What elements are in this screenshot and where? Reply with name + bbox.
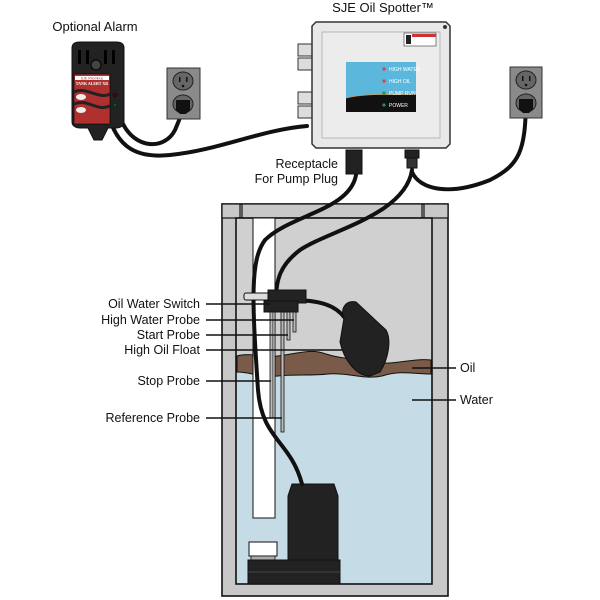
pump-receptacle [345,149,363,175]
high-oil-float [339,301,390,377]
alarm-device: SJE Rhombus TANK ALERT XR [71,41,125,141]
label-high-oil-float: High Oil Float [124,343,200,357]
cord-grip-nut [404,149,420,159]
tank-lid-center [241,203,423,219]
pump-cable [251,173,358,486]
label-high-water-probe: High Water Probe [101,313,200,327]
oil-water-switch [243,289,390,377]
pump-run-indicator-label: PUMP RUN [389,91,416,97]
stop-probe [269,309,274,419]
alarm-horn [90,59,102,71]
high-water-probe [292,309,297,333]
label-water: Water [460,393,493,407]
tank-lid-right [423,203,449,219]
controller-title: SJE Oil Spotter™ [332,0,434,15]
high-oil-led [382,79,386,83]
layer-labels: Oil Water [412,361,493,407]
alarm-test-button [76,94,86,100]
alarm-silence-button [76,107,86,113]
label-oil-water-switch: Oil Water Switch [108,297,200,311]
tank-lid-left [221,203,241,219]
enclosure-screw [443,25,447,29]
high-oil-indicator-label: HIGH OIL [389,79,411,85]
water-layer [237,372,431,583]
plug [519,99,533,113]
alarm-brand: SJE Rhombus [81,77,104,81]
outlet-socket-top [172,71,194,91]
controller-to-alarm-cable [108,118,309,158]
high-water-indicator-label: HIGH WATER [389,67,421,73]
cord-grip [406,157,418,169]
optional-alarm-title: Optional Alarm [52,19,137,34]
high-water-led [382,67,386,71]
alarm-led-2 [112,102,118,108]
controller-power-cable [410,102,528,192]
cables [108,94,528,486]
oil-layer [236,350,432,378]
label-stop-probe: Stop Probe [137,374,200,388]
power-led [382,103,386,107]
outlet-right [509,66,543,119]
label-oil: Oil [460,361,475,375]
alarm-led-1 [112,92,118,98]
plug [176,100,190,114]
outlet-left [166,67,201,120]
receptacle-label-line1: Receptacle [275,157,338,171]
alarm-model: TANK ALERT XR [76,81,108,86]
switch-body [263,300,299,313]
tank [221,203,449,597]
label-reference-probe: Reference Probe [105,411,200,425]
receptacle-label-line2: For Pump Plug [255,172,338,186]
pipe-coupling [248,541,278,557]
switch-cable [274,168,414,302]
pump-run-led [382,91,386,95]
power-indicator-label: POWER [389,103,408,109]
label-start-probe: Start Probe [137,328,200,342]
controller-box: HIGH WATER HIGH OIL PUMP RUN POWER [297,21,451,175]
reference-probe [280,309,285,433]
outlet-socket-top [515,70,537,90]
component-labels: Oil Water Switch High Water Probe Start … [101,297,342,425]
